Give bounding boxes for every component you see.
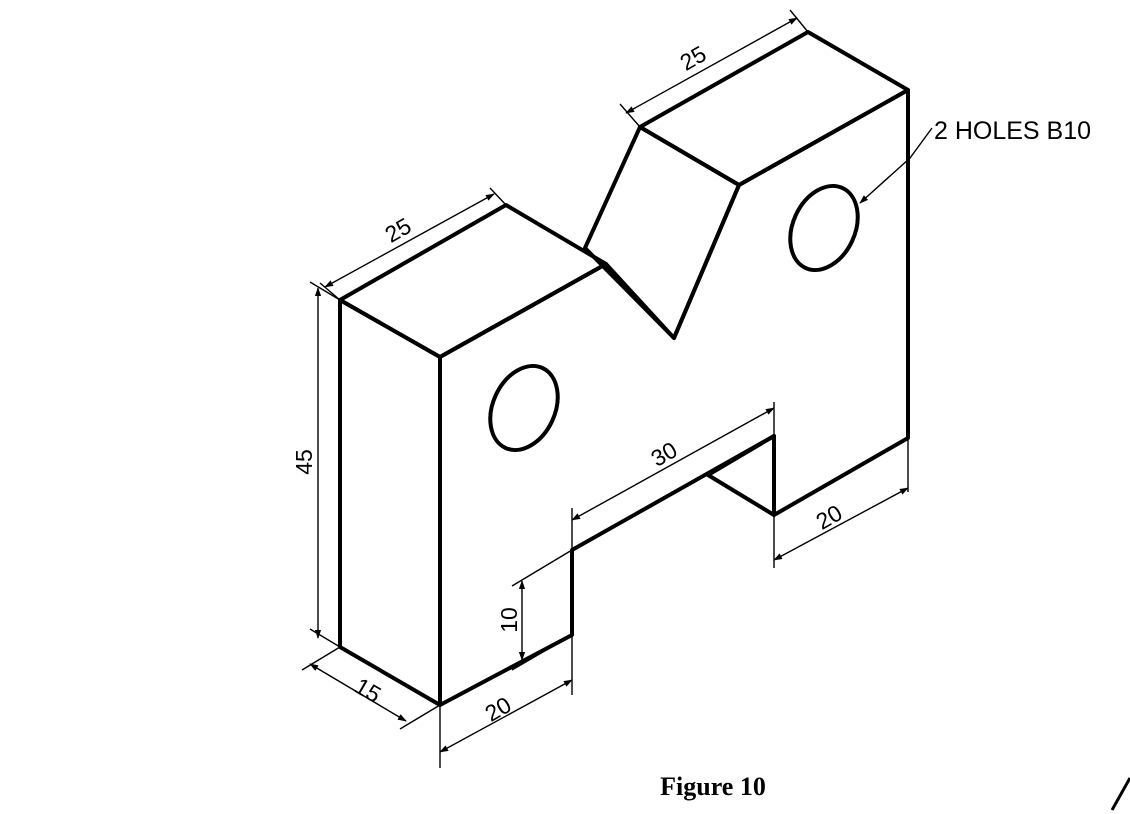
dim-line-left-depth [324,193,495,288]
slot-back-edges [706,434,776,517]
dim-line-right-depth [625,17,798,114]
dim-base-right: 20 [811,499,846,534]
left-top-face [338,203,608,359]
dim-right-depth: 25 [675,40,710,75]
object-outline [338,30,910,707]
dimension-lines [309,17,933,753]
dim-height: 45 [291,449,317,475]
hole-right [788,184,860,272]
dim-base-left: 20 [480,691,515,726]
dim-line-base-left [439,679,573,753]
v-notch-face [583,125,741,340]
hole-leader [859,127,933,204]
hole-note: 2 HOLES B10 [934,117,1091,145]
dim-line-thickness [309,663,407,722]
dim-line-slot-width [571,407,775,521]
dim-line-base-right [773,487,909,561]
figure-caption: Figure 10 [660,772,766,801]
dim-left-depth: 25 [380,212,415,247]
corner-mark [1110,777,1130,811]
dim-thickness: 15 [350,672,385,707]
dimension-texts: 45 25 25 15 20 30 20 10 [291,40,847,726]
extension-lines [301,9,909,768]
dim-slot-width: 30 [646,436,681,471]
hole-left [488,364,560,452]
dim-slot-height: 10 [496,607,522,633]
left-side-face [338,298,442,707]
